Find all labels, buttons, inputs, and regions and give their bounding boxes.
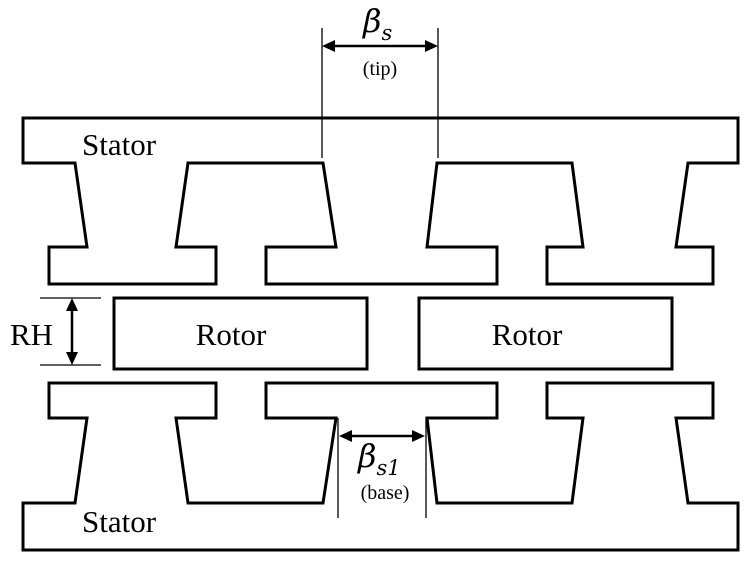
tip-subscript: s <box>382 21 393 45</box>
base-arrowhead-right <box>412 430 425 442</box>
top-stator-label: Stator <box>82 127 157 162</box>
tooth-base-width-dimension: βs1 (base) <box>337 418 427 518</box>
top-stator-yoke-and-teeth <box>21 116 740 286</box>
tip-beta-glyph: β <box>362 2 382 40</box>
tip-width-symbol: βs <box>362 2 393 45</box>
rh-arrowhead-up <box>66 298 78 311</box>
bottom-stator-label: Stator <box>82 504 157 539</box>
bottom-stator <box>21 381 740 552</box>
rotor-right <box>417 296 674 371</box>
tip-arrowhead-left <box>322 40 335 52</box>
rotor-height-dimension: RH <box>10 297 101 366</box>
base-subscript: s1 <box>377 456 401 480</box>
rotor-left-label: Rotor <box>196 317 267 352</box>
bottom-stator-yoke-and-teeth <box>21 381 740 552</box>
base-arrowhead-left <box>339 430 352 442</box>
rotor-right-label: Rotor <box>492 317 563 352</box>
tip-note: (tip) <box>363 58 397 80</box>
rotor-height-label: RH <box>10 317 53 352</box>
tooth-tip-width-dimension: βs (tip) <box>321 2 439 158</box>
rotor-row <box>112 296 674 371</box>
base-note: (base) <box>361 482 410 504</box>
tip-arrowhead-right <box>425 40 438 52</box>
rotor-left <box>112 296 369 371</box>
base-beta-glyph: β <box>357 437 377 475</box>
rh-arrowhead-down <box>66 352 78 365</box>
top-stator <box>21 116 740 286</box>
base-width-symbol: βs1 <box>357 437 401 480</box>
